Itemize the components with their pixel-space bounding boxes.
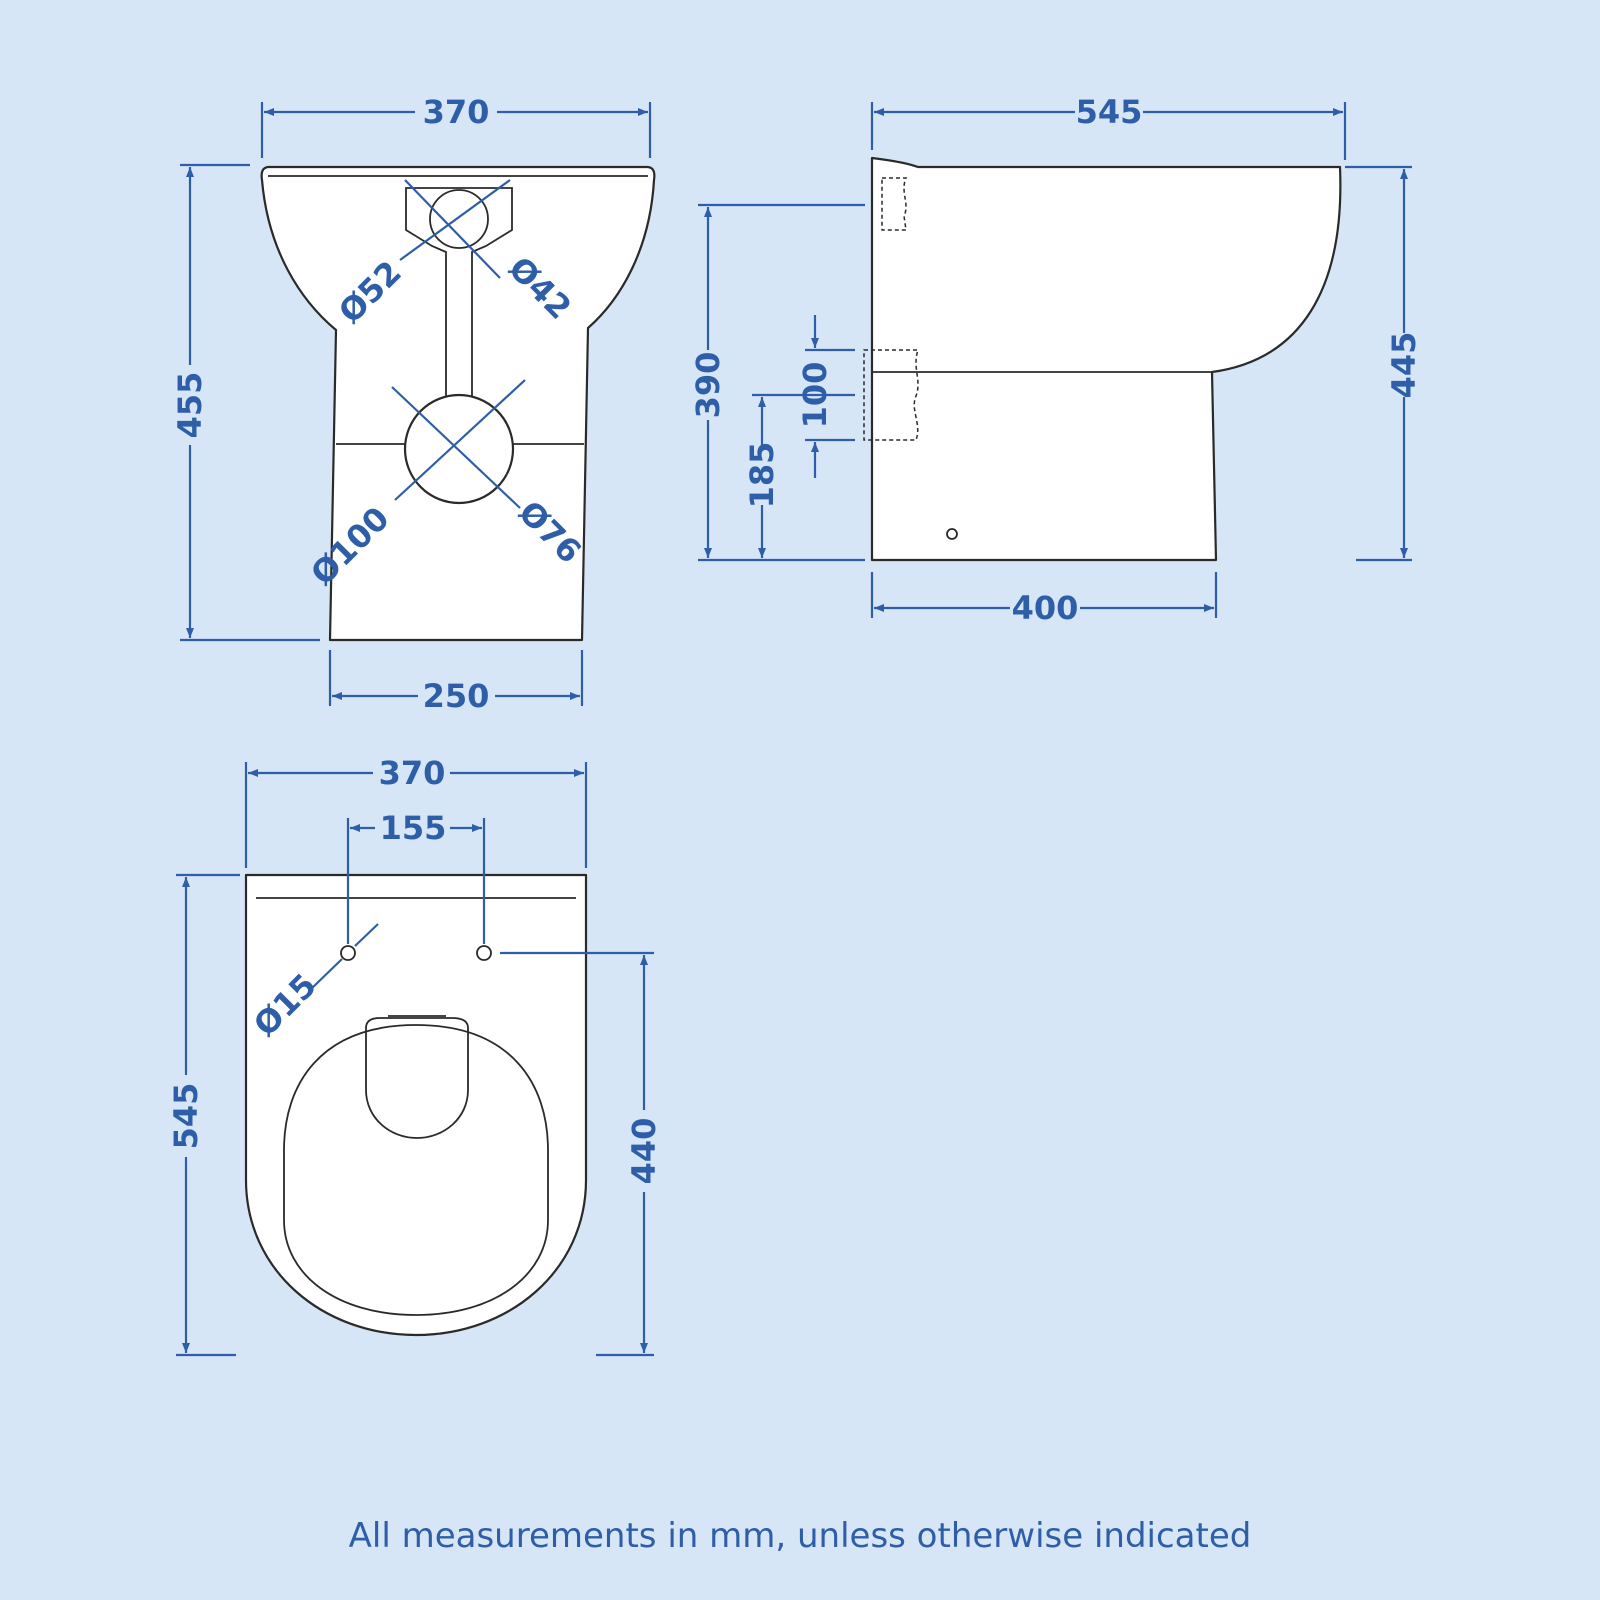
top-view: 370 155 545 440 Ø15 [167, 754, 663, 1357]
side-view-outline [870, 156, 1342, 562]
inlet-hidden [881, 177, 908, 231]
top-width-label: 370 [379, 754, 446, 792]
front-height-label: 455 [171, 372, 209, 439]
bowl-opening [365, 1017, 469, 1139]
top-length-label: 545 [167, 1083, 205, 1150]
side-view: 545 445 390 185 100 400 [689, 93, 1423, 627]
fixing-spacing-label: 155 [380, 809, 447, 847]
seat-outline [283, 1024, 549, 1316]
front-view: 370 455 250 Ø52 Ø42 Ø100 Ø76 [171, 93, 656, 715]
fixing-to-front-label: 440 [625, 1118, 663, 1185]
top-view-outline [244, 873, 588, 1337]
fixing-hole-left [340, 945, 356, 961]
side-height-label: 445 [1385, 332, 1423, 399]
front-base-width-label: 250 [423, 677, 490, 715]
fixing-hole-right [476, 945, 492, 961]
side-base-length-label: 400 [1012, 589, 1079, 627]
inlet-height-label: 390 [689, 352, 727, 419]
measurement-footnote: All measurements in mm, unless otherwise… [349, 1516, 1252, 1556]
outlet-hidden [863, 349, 920, 441]
inlet-circle [429, 189, 489, 249]
side-length-label: 545 [1076, 93, 1143, 131]
outlet-size-label: 100 [796, 362, 834, 429]
outlet-height-label: 185 [743, 442, 781, 509]
fixing-point [946, 528, 958, 540]
front-width-label: 370 [423, 93, 490, 131]
